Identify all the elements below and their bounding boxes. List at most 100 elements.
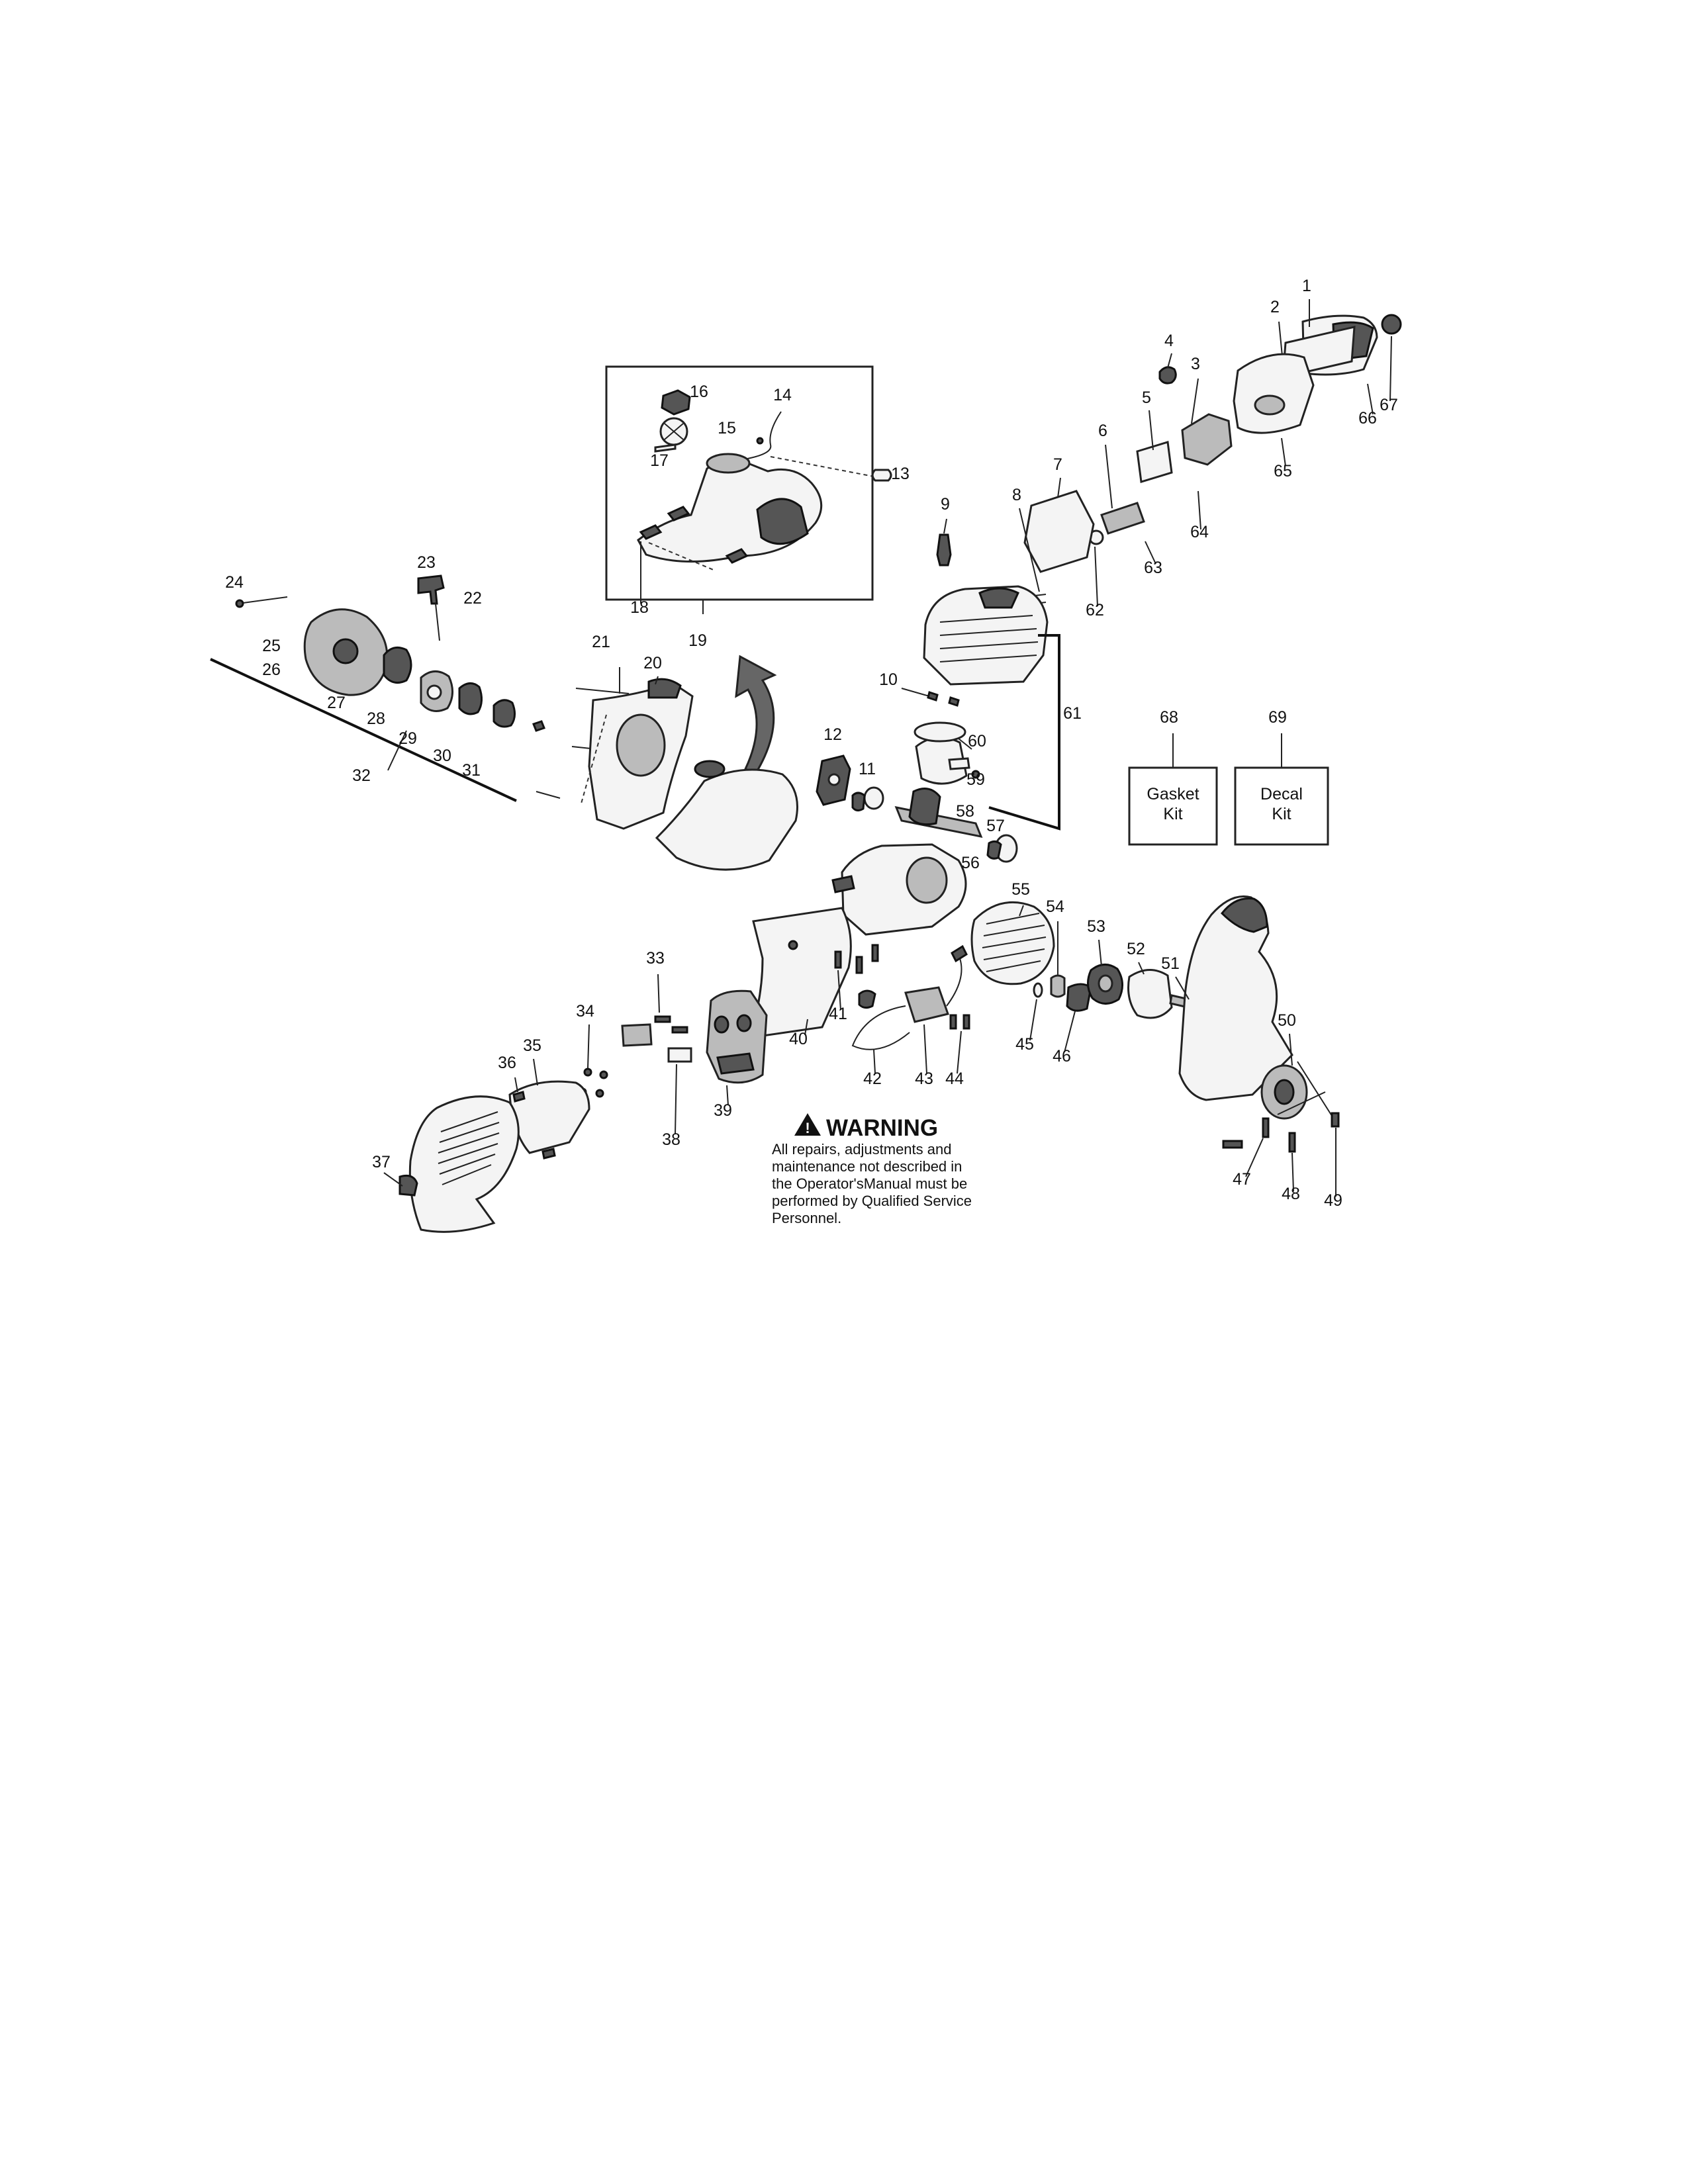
callout-62: 62 bbox=[1086, 601, 1104, 619]
callout-46: 46 bbox=[1053, 1047, 1071, 1066]
warning-icon bbox=[794, 1113, 821, 1136]
gasket-kit-box: Gasket Kit bbox=[1128, 733, 1218, 846]
starter-handle-drawing bbox=[417, 574, 445, 605]
gasket-kit-line2: Kit bbox=[1163, 805, 1182, 823]
callout-23: 23 bbox=[417, 553, 436, 572]
callout-labels: 1234567891011121314151617181920212223242… bbox=[225, 277, 1398, 1210]
engine-core bbox=[816, 518, 1060, 936]
callout-64: 64 bbox=[1190, 523, 1209, 541]
callout-35: 35 bbox=[523, 1036, 541, 1055]
clutch-washer-drawing bbox=[1066, 983, 1092, 1012]
callout-58: 58 bbox=[956, 802, 974, 821]
starter-assembly bbox=[210, 574, 545, 802]
fuel-line-drawing bbox=[743, 411, 782, 460]
ignition-wire-drawing bbox=[851, 1005, 910, 1050]
arrestor-gasket-drawing bbox=[667, 1047, 692, 1063]
callout-11: 11 bbox=[859, 760, 876, 778]
fuel-filter-drawing bbox=[871, 469, 892, 482]
callout-13: 13 bbox=[891, 465, 910, 483]
callout-32: 32 bbox=[352, 766, 371, 785]
callout-63: 63 bbox=[1144, 559, 1162, 577]
assembly-arrow bbox=[735, 655, 777, 774]
callout-44: 44 bbox=[945, 1069, 964, 1088]
callout-2: 2 bbox=[1270, 298, 1280, 316]
air-box-drawing bbox=[1233, 353, 1315, 434]
callout-16: 16 bbox=[690, 383, 708, 401]
callout-26: 26 bbox=[262, 660, 281, 679]
spark-arrestor-drawing bbox=[621, 1023, 653, 1047]
callout-22: 22 bbox=[463, 589, 482, 608]
callout-17: 17 bbox=[650, 451, 669, 470]
callout-51: 51 bbox=[1161, 954, 1180, 973]
fuel-cap-drawing bbox=[661, 389, 691, 416]
callout-1: 1 bbox=[1302, 277, 1311, 295]
lower-left-cluster bbox=[383, 907, 970, 1233]
retainer-drawing bbox=[654, 443, 677, 453]
svg-text:!: ! bbox=[805, 1120, 810, 1136]
starter-bracket bbox=[210, 658, 517, 802]
cylinder-bracket bbox=[988, 634, 1060, 831]
callout-65: 65 bbox=[1274, 462, 1292, 480]
air-filter-cluster bbox=[1012, 299, 1402, 607]
warning-line-1: All repairs, adjustments and bbox=[772, 1141, 951, 1158]
callout-12: 12 bbox=[823, 725, 842, 744]
intake-adapter-drawing bbox=[1100, 502, 1145, 535]
callout-57: 57 bbox=[986, 817, 1005, 835]
callout-66: 66 bbox=[1358, 409, 1377, 428]
decal-kit-box: Decal Kit bbox=[1234, 733, 1329, 846]
callout-39: 39 bbox=[714, 1101, 732, 1120]
warning-line-2: maintenance not described in bbox=[772, 1158, 962, 1175]
warning-block: ! WARNING All repairs, adjustments and m… bbox=[772, 1113, 972, 1226]
primer-bulb-drawing bbox=[1158, 366, 1177, 385]
starter-pulley-drawing bbox=[383, 646, 412, 684]
callout-6: 6 bbox=[1098, 422, 1107, 440]
callout-33: 33 bbox=[646, 949, 665, 968]
callout-5: 5 bbox=[1142, 388, 1151, 407]
ignition-module-drawing bbox=[904, 986, 949, 1023]
warning-line-5: Personnel. bbox=[772, 1210, 841, 1226]
callout-60: 60 bbox=[968, 732, 986, 751]
callout-36: 36 bbox=[498, 1054, 516, 1072]
callout-27: 27 bbox=[327, 694, 346, 712]
callout-68: 68 bbox=[1160, 708, 1178, 727]
callout-43: 43 bbox=[915, 1069, 933, 1088]
callout-29: 29 bbox=[399, 729, 417, 748]
callout-7: 7 bbox=[1053, 455, 1062, 474]
piston-ring-drawing bbox=[914, 721, 966, 743]
decal-kit-line2: Kit bbox=[1272, 805, 1291, 823]
callout-61: 61 bbox=[1063, 704, 1082, 723]
gasket-kit-line1: Gasket bbox=[1147, 785, 1199, 803]
callout-53: 53 bbox=[1087, 917, 1105, 936]
clutch-cluster bbox=[970, 895, 1340, 1197]
callout-20: 20 bbox=[643, 654, 662, 672]
decal-kit-line1: Decal bbox=[1260, 785, 1303, 803]
callout-48: 48 bbox=[1282, 1185, 1300, 1203]
engine-housing bbox=[536, 667, 798, 871]
callout-45: 45 bbox=[1015, 1035, 1034, 1054]
clutch-drum-drawing bbox=[1127, 969, 1173, 1019]
flywheel-nut-drawing bbox=[1050, 974, 1066, 998]
callout-21: 21 bbox=[592, 633, 610, 651]
callout-42: 42 bbox=[863, 1069, 882, 1088]
callout-34: 34 bbox=[576, 1002, 594, 1021]
tank-mount-drawing bbox=[639, 524, 663, 540]
callout-40: 40 bbox=[789, 1030, 808, 1048]
callout-69: 69 bbox=[1268, 708, 1287, 727]
callout-54: 54 bbox=[1046, 897, 1064, 916]
warning-title: WARNING bbox=[826, 1115, 938, 1141]
callout-50: 50 bbox=[1278, 1011, 1296, 1030]
engine-cover-drawing bbox=[408, 1095, 520, 1233]
callout-67: 67 bbox=[1380, 396, 1398, 414]
crankcase-drawing bbox=[841, 843, 967, 936]
callout-8: 8 bbox=[1012, 486, 1021, 504]
callout-59: 59 bbox=[966, 770, 985, 789]
callout-4: 4 bbox=[1164, 332, 1174, 350]
assembled-tank-drawing bbox=[655, 768, 798, 871]
callout-56: 56 bbox=[961, 854, 980, 872]
callout-24: 24 bbox=[225, 573, 244, 592]
heat-shield-drawing bbox=[1023, 490, 1095, 573]
warning-line-3: the Operator'sManual must be bbox=[772, 1175, 967, 1192]
callout-47: 47 bbox=[1233, 1170, 1251, 1189]
callout-18: 18 bbox=[630, 598, 649, 617]
